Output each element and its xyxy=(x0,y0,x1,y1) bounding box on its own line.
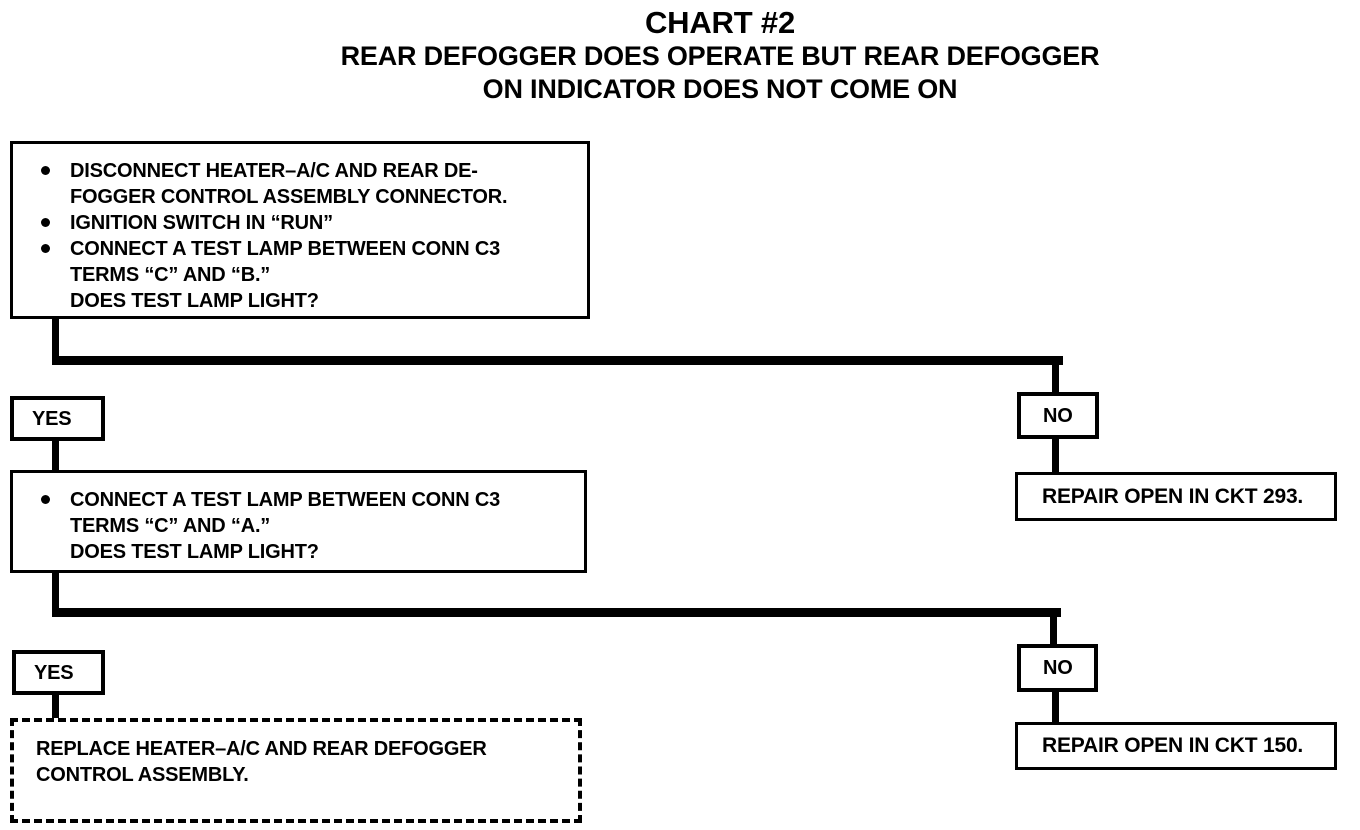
no-box-2: NO xyxy=(1017,644,1098,692)
bullet-icon xyxy=(41,244,50,253)
replace-assembly-line-1: REPLACE HEATER–A/C AND REAR DEFOGGER xyxy=(36,738,487,760)
no-label-1: NO xyxy=(1043,404,1073,427)
step2-bullet-1-line-3: DOES TEST LAMP LIGHT? xyxy=(70,541,319,563)
connector-no1-to-repair xyxy=(1052,438,1059,473)
connector-branch2-to-no xyxy=(1050,612,1057,645)
yes-box-1: YES xyxy=(10,396,105,441)
connector-yes2-to-replace xyxy=(52,694,59,719)
yes-label-2: YES xyxy=(34,661,74,684)
repair-ckt-150-box: REPAIR OPEN IN CKT 150. xyxy=(1015,722,1337,770)
repair-ckt-150-label: REPAIR OPEN IN CKT 150. xyxy=(1042,734,1304,757)
connector-branch2-horizontal xyxy=(52,608,1061,617)
bullet-icon xyxy=(41,218,50,227)
chart-title-line3: ON INDICATOR DOES NOT COME ON xyxy=(482,74,958,104)
step1-bullet-3-line-3: DOES TEST LAMP LIGHT? xyxy=(70,290,319,312)
step1-bullet-1-line-1: DISCONNECT HEATER–A/C AND REAR DE- xyxy=(70,160,478,182)
step2-bullet-1: CONNECT A TEST LAMP BETWEEN CONN C3 TERM… xyxy=(41,487,574,565)
yes-box-2: YES xyxy=(12,650,105,695)
step1-bullet-1: DISCONNECT HEATER–A/C AND REAR DE- FOGGE… xyxy=(41,158,577,210)
step1-bullet-2: IGNITION SWITCH IN “RUN” xyxy=(41,210,577,236)
step1-bullet-2-line-1: IGNITION SWITCH IN “RUN” xyxy=(70,212,333,234)
connector-branch1-horizontal xyxy=(52,356,1063,365)
no-box-1: NO xyxy=(1017,392,1099,439)
step1-bullet-3-line-1: CONNECT A TEST LAMP BETWEEN CONN C3 xyxy=(70,238,501,260)
connector-no2-to-repair xyxy=(1052,691,1059,723)
step1-box: DISCONNECT HEATER–A/C AND REAR DE- FOGGE… xyxy=(10,141,590,319)
step1-bullet-3-line-2: TERMS “C” AND “B.” xyxy=(70,264,271,286)
connector-yes1-to-step2 xyxy=(52,440,59,471)
connector-branch1-to-no xyxy=(1052,360,1059,393)
step1-bullet-3: CONNECT A TEST LAMP BETWEEN CONN C3 TERM… xyxy=(41,236,577,314)
step2-box: CONNECT A TEST LAMP BETWEEN CONN C3 TERM… xyxy=(10,470,587,573)
connector-step1-down xyxy=(52,318,59,364)
replace-assembly-line-2: CONTROL ASSEMBLY. xyxy=(36,764,249,786)
yes-label-1: YES xyxy=(32,407,72,430)
no-label-2: NO xyxy=(1043,657,1073,679)
replace-assembly-box: REPLACE HEATER–A/C AND REAR DEFOGGER CON… xyxy=(10,718,582,823)
repair-ckt-293-label: REPAIR OPEN IN CKT 293. xyxy=(1042,484,1304,508)
bullet-icon xyxy=(41,495,50,504)
connector-step2-down xyxy=(52,572,59,616)
chart-title-number: CHART #2 xyxy=(645,5,795,40)
chart-title-line2: REAR DEFOGGER DOES OPERATE BUT REAR DEFO… xyxy=(340,41,1100,71)
step2-bullet-1-line-2: TERMS “C” AND “A.” xyxy=(70,515,271,537)
chart-title: CHART #2 REAR DEFOGGER DOES OPERATE BUT … xyxy=(80,6,1360,106)
step1-bullet-1-line-2: FOGGER CONTROL ASSEMBLY CONNECTOR. xyxy=(70,186,508,208)
step2-bullet-1-line-1: CONNECT A TEST LAMP BETWEEN CONN C3 xyxy=(70,489,501,511)
bullet-icon xyxy=(41,166,50,175)
repair-ckt-293-box: REPAIR OPEN IN CKT 293. xyxy=(1015,472,1337,521)
